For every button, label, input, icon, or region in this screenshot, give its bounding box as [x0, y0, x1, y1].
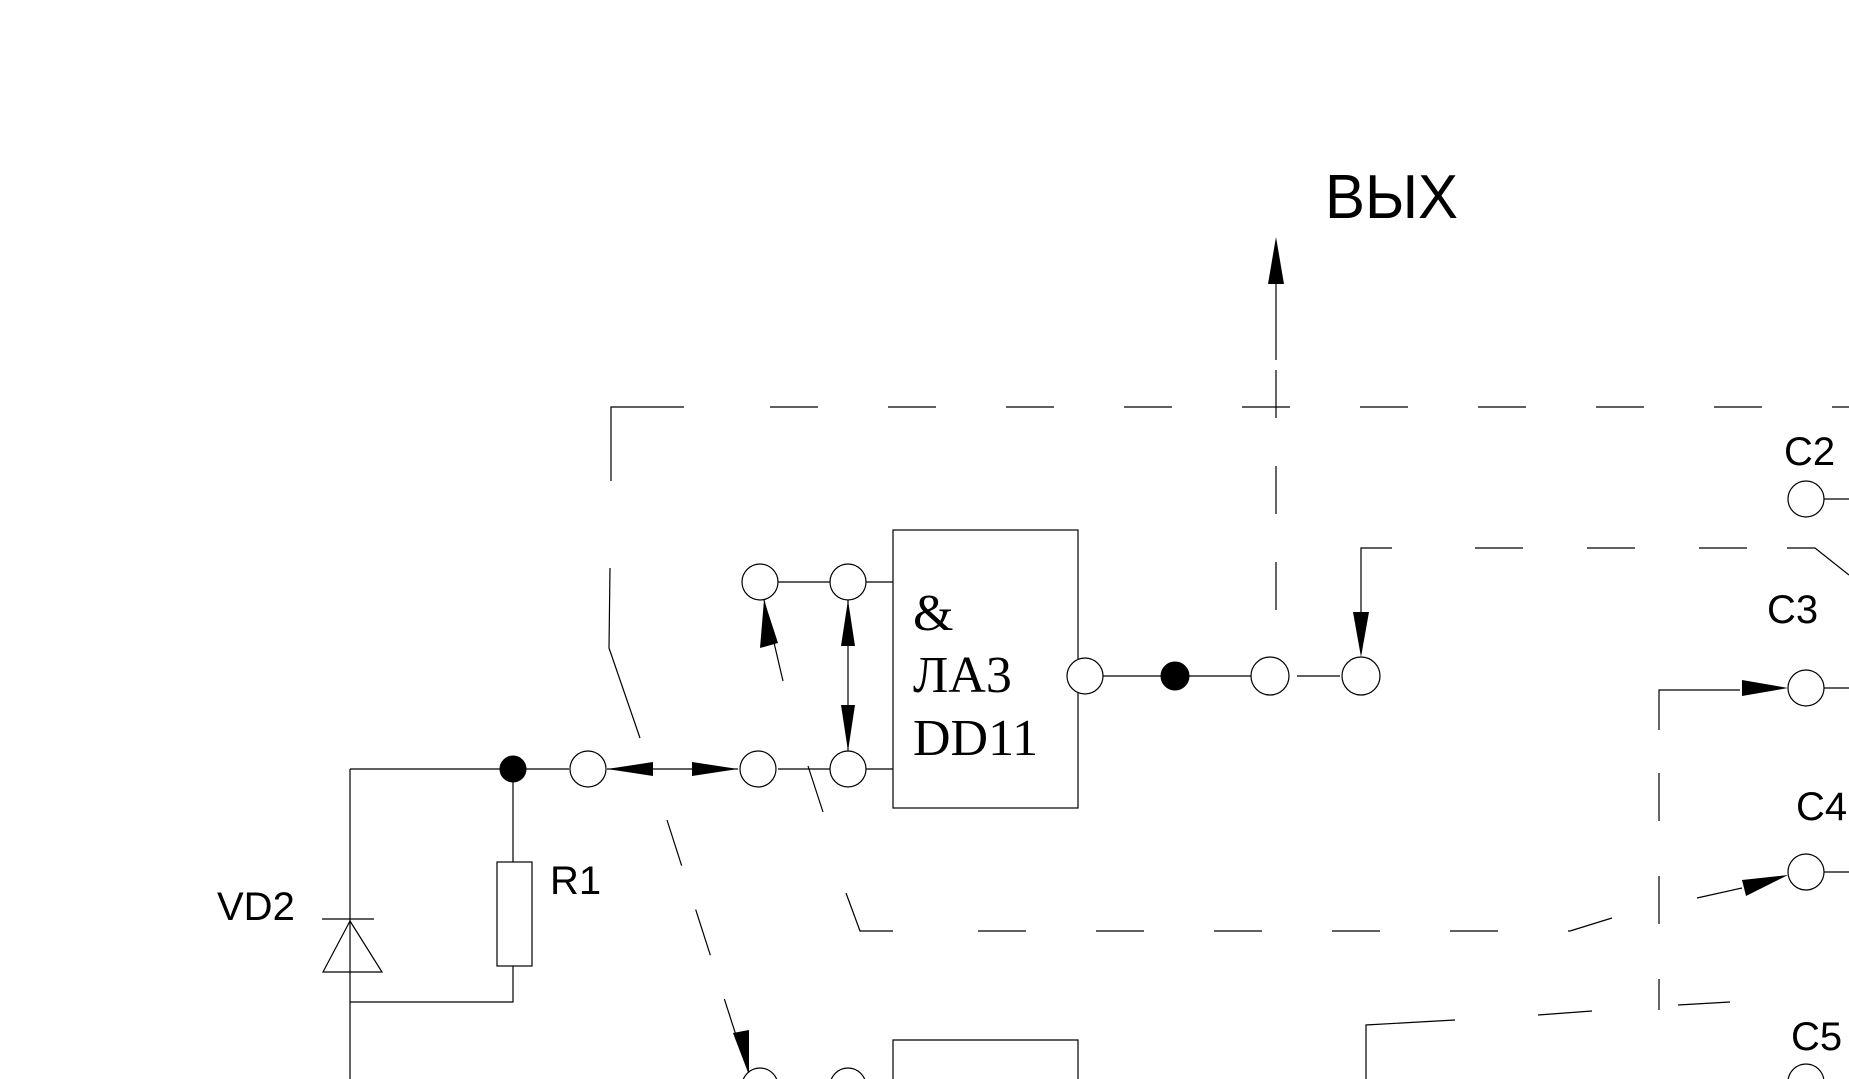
gate-type: ЛА3	[913, 647, 1012, 704]
c5-label: C5	[1791, 1015, 1842, 1059]
gate-symbol: &	[913, 585, 953, 642]
output-arrow	[1268, 237, 1284, 360]
gate-input-terminal-2b	[829, 750, 867, 788]
vd2-label: VD2	[217, 885, 295, 929]
c2-label: C2	[1784, 430, 1835, 474]
diode-vd2	[322, 769, 384, 1079]
logic-gate-lower	[733, 1030, 1079, 1079]
c3-label: C3	[1767, 588, 1818, 632]
contact-c5	[1787, 1063, 1825, 1079]
c4-label: C4	[1796, 785, 1847, 829]
resistor-r1	[350, 769, 533, 1003]
output-terminal-a	[1250, 656, 1290, 696]
gate-output-wiring	[1103, 612, 1369, 677]
input-switch	[350, 762, 830, 776]
output-label: ВЫХ	[1325, 163, 1458, 232]
input-terminal-a	[569, 750, 607, 788]
lower-gate-terminal-a	[742, 1067, 778, 1079]
linkage-lower-dashed	[807, 765, 1743, 932]
lower-gate-terminal-b	[830, 1067, 866, 1079]
gate-input-terminal-1a	[741, 563, 779, 601]
junction-node-output	[1160, 661, 1190, 691]
contact-c3	[1787, 669, 1825, 707]
input-terminal-b	[739, 750, 777, 788]
contact-c2	[1787, 480, 1825, 518]
gate-input-wiring	[760, 581, 893, 770]
r1-label: R1	[550, 859, 601, 903]
gate-inverting-output	[1066, 657, 1104, 695]
linkage-upper-dashed	[608, 370, 1849, 1079]
linkage-right-dashed	[1360, 547, 1849, 1079]
output-terminal-b	[1341, 656, 1381, 696]
contact-c4	[1787, 853, 1825, 891]
gate-input-terminal-1b	[829, 563, 867, 601]
gate-designator: DD11	[913, 710, 1038, 767]
